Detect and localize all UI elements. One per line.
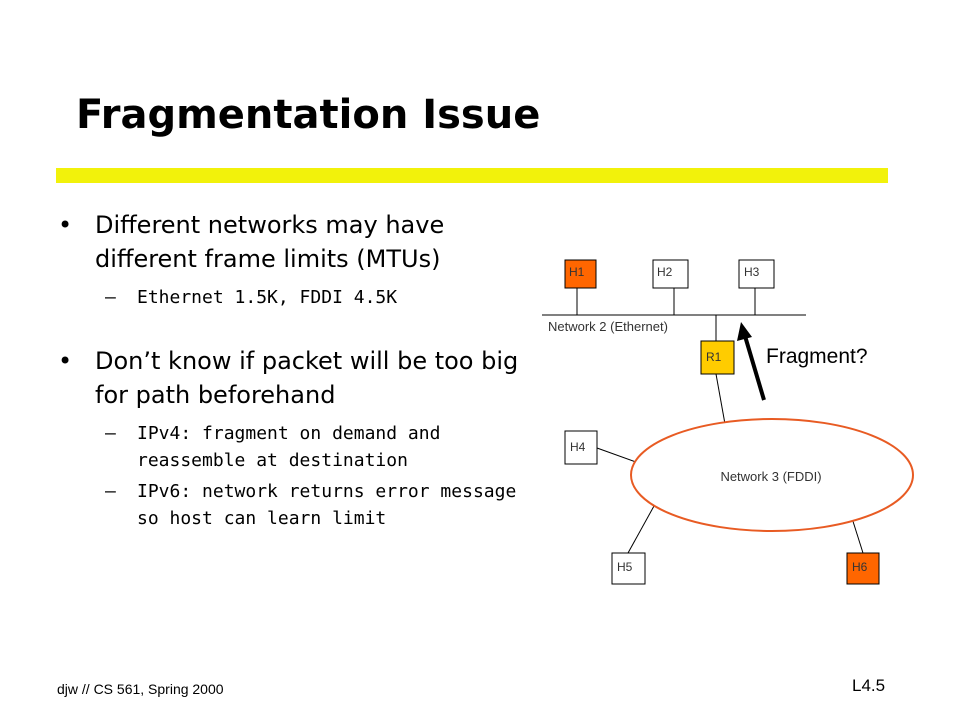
bullet-text: Different networks may have different fr… [95,211,445,273]
router-r1-box [700,340,735,375]
sub-bullet-marker: – [105,423,116,444]
fragment-arrow-head [737,322,752,341]
host-h6-label: H6 [852,560,868,574]
host-h2-box [652,259,689,289]
fddi-ring [630,418,914,532]
bullet-item: • Different networks may have different f… [58,208,528,276]
sub-bullet-text: Ethernet 1.5K, FDDI 4.5K [137,287,398,308]
sub-bullet-item: –IPv6: network returns error message so … [58,478,528,532]
host-h3-label: H3 [744,265,760,279]
sub-bullet-item: –IPv4: fragment on demand and reassemble… [58,420,528,474]
h6-link [850,514,864,554]
fragment-arrow-shaft [743,335,766,401]
bullet-item: • Don’t know if packet will be too big fo… [58,344,528,412]
bullet-marker: • [58,347,73,375]
host-h1-label: H1 [569,265,585,279]
host-h2-label: H2 [657,265,673,279]
h5-link [627,505,655,554]
host-h5-label: H5 [617,560,633,574]
sub-bullet-text: IPv4: fragment on demand and reassemble … [137,423,441,471]
router-r1-label: R1 [706,350,722,364]
bullet-text: Don’t know if packet will be too big for… [95,347,519,409]
network2-label: Network 2 (Ethernet) [548,319,668,334]
fragment-label: Fragment? [766,345,868,368]
host-h3-box [738,259,775,289]
r1-fddi-link [715,373,726,425]
title-underline-bar [56,168,888,183]
host-h6-box [846,552,880,585]
host-h5-box [611,552,646,585]
sub-bullet-item: –Ethernet 1.5K, FDDI 4.5K [58,284,528,311]
host-h4-label: H4 [570,440,586,454]
network3-label: Network 3 (FDDI) [720,469,821,484]
slide-title: Fragmentation Issue [76,92,541,138]
host-h4-box [564,430,598,465]
footer-slide-number: L4.5 [852,676,886,695]
sub-bullet-marker: – [105,287,116,308]
sub-bullet-text: IPv6: network returns error message so h… [137,481,517,529]
footer-course-info: djw // CS 561, Spring 2000 [57,681,224,697]
sub-bullet-marker: – [105,481,116,502]
host-h1-box [564,259,597,289]
bullet-marker: • [58,211,73,239]
h4-link [596,447,637,463]
bullet-list: • Different networks may have different f… [58,208,528,532]
